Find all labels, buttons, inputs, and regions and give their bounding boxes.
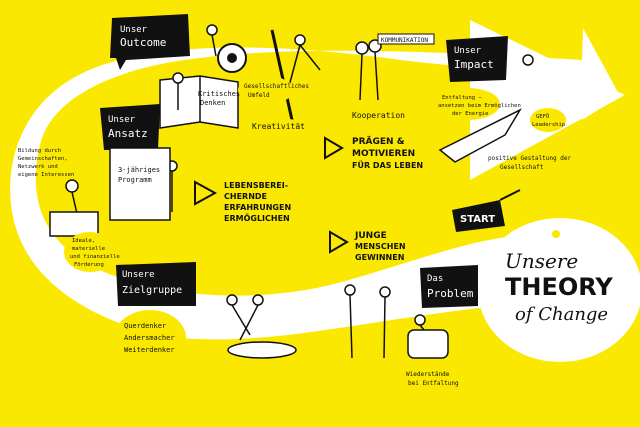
label-outcome: Unser Outcome — [110, 14, 190, 70]
note-kommunikation: KOMMUNIKATION — [381, 37, 428, 44]
note-wiederstand-1: Wiederstände — [406, 371, 450, 378]
play-triangle-icon — [194, 180, 218, 206]
step-praegen-line1: PRÄGEN & — [352, 136, 405, 147]
step-junge: JUNGE MENSCHEN GEWINNEN — [329, 230, 406, 262]
title-line1: Unsere — [505, 249, 578, 273]
note-zielgruppe-2: Andersmacher — [124, 334, 175, 342]
note-kreativitaet: Kreativität — [245, 118, 305, 134]
step-junge-line3: GEWINNEN — [355, 253, 404, 262]
note-entfaltung-3: der Energie — [452, 111, 488, 117]
label-impact: Unser Impact — [446, 36, 508, 82]
note-entfaltung-1: Entfaltung – — [442, 95, 482, 101]
note-zielgruppe-1: Querdenker — [124, 322, 166, 330]
note-ideale: Ideale, materielle und finanzielle Förde… — [64, 232, 120, 272]
play-triangle-icon — [329, 230, 349, 254]
note-jaehriges-2: Programm — [118, 176, 152, 184]
rocket-illustration — [438, 108, 522, 163]
start-label: START — [460, 214, 495, 225]
step-praegen-line2: MOTIVIEREN — [352, 149, 415, 159]
label-ansatz-line2: Ansatz — [108, 127, 148, 140]
note-entfaltung-2: ansetzen beim Ermöglichen — [438, 103, 521, 109]
label-problem-line1: Das — [427, 274, 443, 284]
note-gesellschaft: Gesellschaftliches Umfeld — [238, 76, 309, 104]
note-ideale-3: und finanzielle — [70, 254, 120, 260]
whiteboard — [109, 147, 171, 221]
note-zielgruppe: Querdenker Andersmacher Weiterdenker — [114, 310, 186, 366]
note-gesellschaft-2: Umfeld — [248, 92, 270, 99]
label-impact-line2: Impact — [454, 58, 494, 71]
step-lebens-line1: LEBENSBEREI- — [224, 181, 288, 190]
step-praegen: PRÄGEN & MOTIVIEREN FÜR DAS LEBEN — [324, 136, 423, 170]
note-ideale-4: Förderung — [74, 262, 104, 268]
note-positive-1: positive Gestaltung der — [488, 155, 571, 162]
note-ideale-1: Ideale, — [72, 238, 95, 244]
center-area — [167, 113, 461, 265]
note-ideale-2: materielle — [72, 246, 105, 252]
step-junge-line2: MENSCHEN — [355, 242, 406, 251]
note-leadership-2: Leadership — [532, 122, 565, 128]
note-positive-2: Gesellschaft — [500, 164, 544, 171]
label-problem: Das Problem — [420, 265, 478, 308]
note-positive: positive Gestaltung der Gesellschaft — [488, 155, 571, 171]
start-flag: START — [452, 189, 521, 232]
step-lebens-line4: ERMÖGLICHEN — [224, 213, 290, 223]
note-bildung-4: eigene Interessen — [18, 172, 74, 178]
armchair-icon — [407, 329, 449, 359]
label-zielgruppe: Unsere Zielgruppe — [116, 262, 196, 306]
note-bildung: Bildung durch Gemeinschaften, Netzwerk u… — [18, 148, 74, 178]
note-bildung-1: Bildung durch — [18, 148, 61, 154]
play-triangle-icon — [324, 136, 344, 160]
note-leadership: GEFÖ Leadership — [530, 108, 566, 132]
book-illustration: Kritisches Denken — [159, 75, 240, 129]
note-kritisches-2: Denken — [200, 99, 225, 107]
label-zielgruppe-line1: Unsere — [122, 270, 155, 280]
skateboard-icon — [227, 341, 297, 359]
note-entfaltung: Entfaltung – ansetzen beim Ermöglichen d… — [436, 88, 521, 120]
title: Unsere THEORY of Change — [505, 249, 613, 325]
label-outcome-line2: Outcome — [120, 36, 166, 49]
step-junge-line1: JUNGE — [354, 231, 387, 241]
note-zielgruppe-3: Weiterdenker — [124, 346, 175, 354]
label-impact-line1: Unser — [454, 46, 482, 56]
step-praegen-line3: FÜR DAS LEBEN — [352, 160, 423, 170]
title-line2: THEORY — [505, 273, 613, 301]
title-line3: of Change — [515, 304, 608, 325]
label-outcome-line1: Unser — [120, 25, 148, 35]
step-lebens-line2: CHERNDE — [224, 192, 267, 201]
note-wiederstand-2: bei Entfaltung — [408, 380, 459, 387]
label-ansatz: Unser Ansatz — [100, 104, 160, 150]
label-zielgruppe-line2: Zielgruppe — [122, 285, 182, 296]
note-wiederstand: Wiederstände bei Entfaltung — [400, 364, 459, 392]
note-gesellschaft-1: Gesellschaftliches — [244, 83, 309, 90]
note-bildung-3: Netzwerk und — [18, 164, 58, 170]
step-lebens-line3: ERFAHRUNGEN — [224, 203, 291, 212]
label-problem-line2: Problem — [427, 287, 474, 300]
note-kritisches-1: Kritisches — [198, 90, 240, 98]
label-ansatz-line1: Unser — [108, 115, 136, 125]
note-kreativitaet-text: Kreativität — [252, 122, 305, 131]
note-kooperation: Kooperation — [352, 111, 405, 120]
note-bildung-2: Gemeinschaften, — [18, 156, 68, 162]
pencil-icon — [270, 29, 294, 121]
note-jaehriges-1: 3-jähriges — [118, 166, 160, 174]
note-leadership-1: GEFÖ — [536, 113, 549, 120]
step-lebens: LEBENSBEREI- CHERNDE ERFAHRUNGEN ERMÖGLI… — [194, 180, 291, 223]
compass-icon — [217, 43, 247, 73]
winding-path — [10, 20, 640, 362]
